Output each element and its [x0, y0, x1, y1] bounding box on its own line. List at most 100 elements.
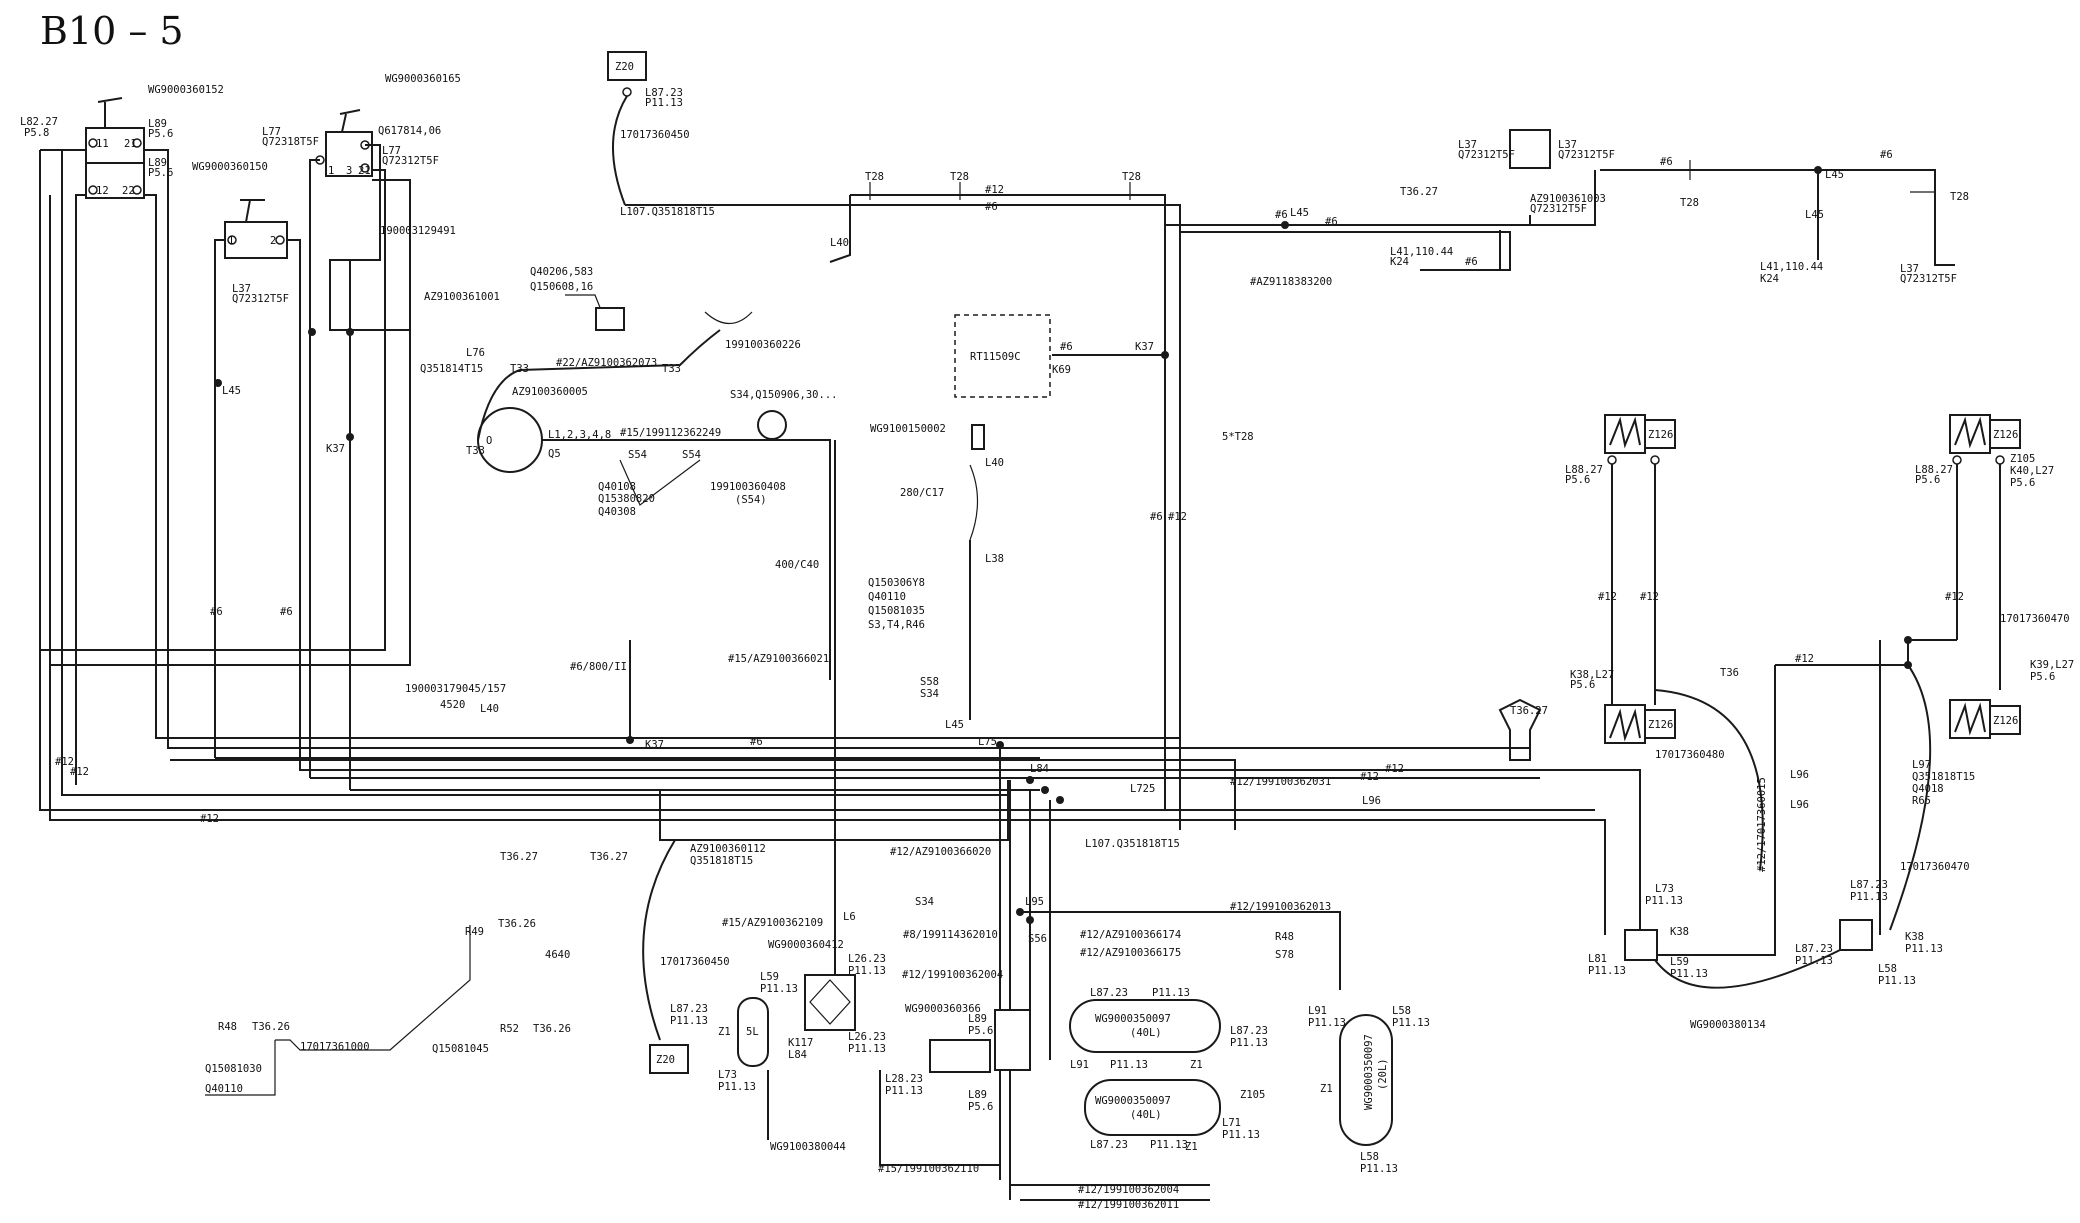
- label-p470b: 17017360470: [1900, 861, 1970, 873]
- label-l89b: L89: [148, 157, 167, 169]
- label-p408: 199100360408: [710, 481, 786, 493]
- port-21: 21: [124, 138, 137, 150]
- label-p640: 4640: [545, 949, 570, 961]
- label-p1113k: P11.13: [760, 983, 798, 995]
- label-p1113i: P11.13: [848, 965, 886, 977]
- four-circuit-valve: [804, 974, 856, 1031]
- label-t3626b: T36.26: [252, 1021, 290, 1033]
- label-l96a: L96: [1790, 769, 1809, 781]
- label-l40c: L40: [480, 703, 499, 715]
- label-p1113a: P11.13: [645, 97, 683, 109]
- label-l58a: L58: [1878, 963, 1897, 975]
- label-az175: #12/AZ9100366175: [1080, 947, 1181, 959]
- label-l8723f: L87.23: [1230, 1025, 1268, 1037]
- label-s56: S56: [1028, 933, 1047, 945]
- label-p56c: P5.6: [1565, 474, 1590, 486]
- label-h12f: #12: [1795, 653, 1814, 665]
- label-q723e: Q72312T5F: [1530, 203, 1587, 215]
- label-p015: #12/17017360015: [1756, 777, 1768, 872]
- label-l45e: L45: [945, 719, 964, 731]
- label-c17: 280/C17: [900, 487, 944, 499]
- label-t28e: T28: [1950, 191, 1969, 203]
- label-az021: #15/AZ9100366021: [728, 653, 829, 665]
- label-l81a: L81: [1588, 953, 1607, 965]
- label-l45d: L45: [1805, 209, 1824, 221]
- label-s3t4: S3,T4,R46: [868, 619, 925, 631]
- label-k37b: K37: [1135, 341, 1154, 353]
- label-q5: Q5: [548, 448, 561, 460]
- label-l77b: L77: [382, 145, 401, 157]
- label-z105b: Z105: [1240, 1089, 1265, 1101]
- label-p1113d: P11.13: [1670, 968, 1708, 980]
- label-l8723a: L87.23: [645, 87, 683, 99]
- label-h6k: #6: [280, 606, 293, 618]
- z20-bottom: [649, 1044, 689, 1074]
- label-q723c: Q72312T5F: [1458, 149, 1515, 161]
- label-h12j: #12: [1385, 763, 1404, 775]
- label-q5118: Q351818T15: [690, 855, 753, 867]
- label-l45a: L45: [222, 385, 241, 397]
- port-1a: 1: [228, 235, 234, 247]
- label-l2623a: L26.23: [848, 953, 886, 965]
- label-q0351: Q351814T15: [420, 363, 483, 375]
- label-t36: T36: [1720, 667, 1739, 679]
- label-p56f: P5.6: [1570, 679, 1595, 691]
- label-l8723c: L87.23: [1795, 943, 1833, 955]
- label-s34c: S34: [915, 896, 934, 908]
- right-units-group: Z126 L88.27 P5.6 #12 #12 Z126 K38,L27 P5…: [1498, 414, 2074, 1031]
- axle-valve-b: [1839, 919, 1873, 951]
- label-q72318: Q72318T5F: [262, 136, 319, 148]
- label-p1113r: P11.13: [1222, 1129, 1260, 1141]
- label-l107a: L107.Q351818T15: [620, 206, 715, 218]
- label-h12y: #12/199100362013: [1230, 901, 1331, 913]
- label-l45b: L45: [1290, 207, 1309, 219]
- label-az020: #12/AZ9100366020: [890, 846, 991, 858]
- label-wg366: WG9000360366: [905, 1003, 981, 1015]
- label-z126a: Z126: [1648, 429, 1673, 441]
- label-h12e: #12: [1945, 591, 1964, 603]
- label-n5l: 5L: [746, 1026, 759, 1038]
- label-l73b: L73: [718, 1069, 737, 1081]
- label-l71: L71: [1222, 1117, 1241, 1129]
- label-t5t28: 5*T28: [1222, 431, 1254, 443]
- label-z20b: Z20: [656, 1054, 675, 1066]
- label-t28d: T28: [1680, 197, 1699, 209]
- label-p1113u: P11.13: [1392, 1017, 1430, 1029]
- label-l77a: L77: [262, 126, 281, 138]
- label-k117: K117: [788, 1037, 813, 1049]
- port-3b: 3: [346, 165, 352, 177]
- label-p520: 4520: [440, 699, 465, 711]
- label-l91b: L91: [1308, 1005, 1327, 1017]
- label-k24b: K24: [1760, 273, 1779, 285]
- label-q723f: Q72312T5F: [1900, 273, 1957, 285]
- label-r49: R49: [465, 926, 484, 938]
- label-s58: S58: [920, 676, 939, 688]
- label-r48b: R48: [218, 1021, 237, 1033]
- label-q723d: Q72312T5F: [1558, 149, 1615, 161]
- label-wg150: WG9000360150: [192, 161, 268, 173]
- label-z126b: Z126: [1648, 719, 1673, 731]
- label-p1113e: P11.13: [1588, 965, 1626, 977]
- label-s34a: S34,Q150906,30...: [730, 389, 837, 401]
- label-l2823: L28.23: [885, 1073, 923, 1085]
- label-wg134: WG9000380134: [1690, 1019, 1766, 1031]
- label-h6h: #6: [1880, 149, 1893, 161]
- label-l37e: L37: [1900, 263, 1919, 275]
- port-1b: 1: [328, 165, 334, 177]
- label-q15081030: Q15081030: [205, 1063, 262, 1075]
- air-tank-40l-b: [1084, 1079, 1221, 1136]
- label-t3627c: T36.27: [500, 851, 538, 863]
- label-l82: L82.27: [20, 116, 58, 128]
- label-k38a: K38,L27: [1570, 669, 1614, 681]
- label-p1113p: P11.13: [1110, 1059, 1148, 1071]
- label-z126d: Z126: [1993, 715, 2018, 727]
- label-p004: #12/199100362004: [1078, 1184, 1179, 1196]
- label-h6d: #6: [1275, 209, 1288, 221]
- label-z20a: Z20: [615, 61, 634, 73]
- label-q040110: Q40110: [205, 1083, 243, 1095]
- label-q723b: Q72312T5F: [382, 155, 439, 167]
- quick-release-valve-a: [1509, 129, 1551, 169]
- label-p110: #15/199100362110: [878, 1163, 979, 1175]
- label-s78: S78: [1275, 949, 1294, 961]
- label-k40: K40,L27: [2010, 465, 2054, 477]
